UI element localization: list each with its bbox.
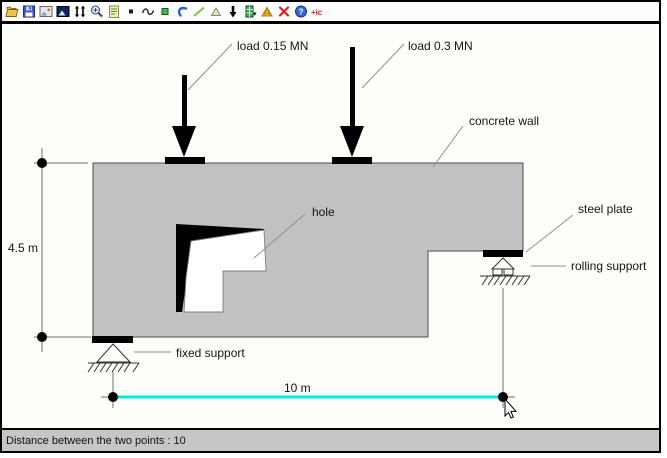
bearing-plate-left <box>165 157 205 164</box>
fit-points-icon[interactable] <box>72 4 87 20</box>
svg-text:+ic: +ic <box>311 8 323 17</box>
image-view-icon[interactable] <box>38 4 53 20</box>
toolbar: ? +ic <box>2 2 659 21</box>
concrete-wall-label: concrete wall <box>469 114 539 128</box>
status-text: Distance between the two points : 10 <box>6 434 186 447</box>
table-tool-icon[interactable] <box>242 4 257 20</box>
hole-label: hole <box>312 205 335 219</box>
dimension-point-top[interactable] <box>37 158 47 168</box>
load1-label: load 0.15 MN <box>237 39 308 53</box>
zoom-in-icon[interactable] <box>89 4 104 20</box>
height-dimension-label: 4.5 m <box>8 241 38 255</box>
load-arrow-1[interactable] <box>172 75 196 157</box>
load-arrow-tool-icon[interactable] <box>225 4 240 20</box>
steel-plate-label: steel plate <box>578 202 633 216</box>
height-dimension <box>34 148 91 352</box>
arc-tool-icon[interactable] <box>174 4 189 20</box>
spline-tool-icon[interactable] <box>140 4 155 20</box>
point-tool-icon[interactable] <box>123 4 138 20</box>
node-tool-icon[interactable] <box>157 4 172 20</box>
open-file-icon[interactable] <box>4 4 19 20</box>
model-drawing: load 0.15 MN load 0.3 MN concrete wall h… <box>8 39 647 419</box>
load-arrow-2[interactable] <box>340 47 364 157</box>
notes-icon[interactable] <box>106 4 121 20</box>
status-separator <box>2 428 659 430</box>
width-dimension-label: 10 m <box>284 381 311 395</box>
concrete-wall-shape[interactable] <box>92 162 524 338</box>
rolling-support-symbol <box>480 257 531 286</box>
svg-text:?: ? <box>298 7 303 17</box>
drawing-canvas[interactable]: load 0.15 MN load 0.3 MN concrete wall h… <box>2 24 659 428</box>
load2-label: load 0.3 MN <box>408 39 473 53</box>
fixed-support-symbol <box>87 343 140 373</box>
toolbar-separator <box>2 21 659 24</box>
add-ic-icon[interactable]: +ic <box>310 4 325 20</box>
leader-lines <box>134 43 574 353</box>
bearing-plate-right <box>332 157 372 164</box>
dimension-point-bottom[interactable] <box>37 332 47 342</box>
mouse-cursor-icon <box>504 397 518 419</box>
status-bar: Distance between the two points : 10 <box>2 430 659 451</box>
triangle-tool-icon[interactable] <box>208 4 223 20</box>
image-invert-icon[interactable] <box>55 4 70 20</box>
fixed-support-plate <box>92 336 133 343</box>
steel-plate-shape <box>483 250 523 257</box>
measure-point-left[interactable] <box>108 392 118 402</box>
line-tool-icon[interactable] <box>191 4 206 20</box>
delete-tool-icon[interactable] <box>276 4 291 20</box>
hole-shape <box>183 229 267 313</box>
help-icon[interactable]: ? <box>293 4 308 20</box>
rolling-support-label: rolling support <box>571 259 647 273</box>
save-icon[interactable] <box>21 4 36 20</box>
fixed-support-label: fixed support <box>176 346 245 360</box>
mesh-tool-icon[interactable] <box>259 4 274 20</box>
